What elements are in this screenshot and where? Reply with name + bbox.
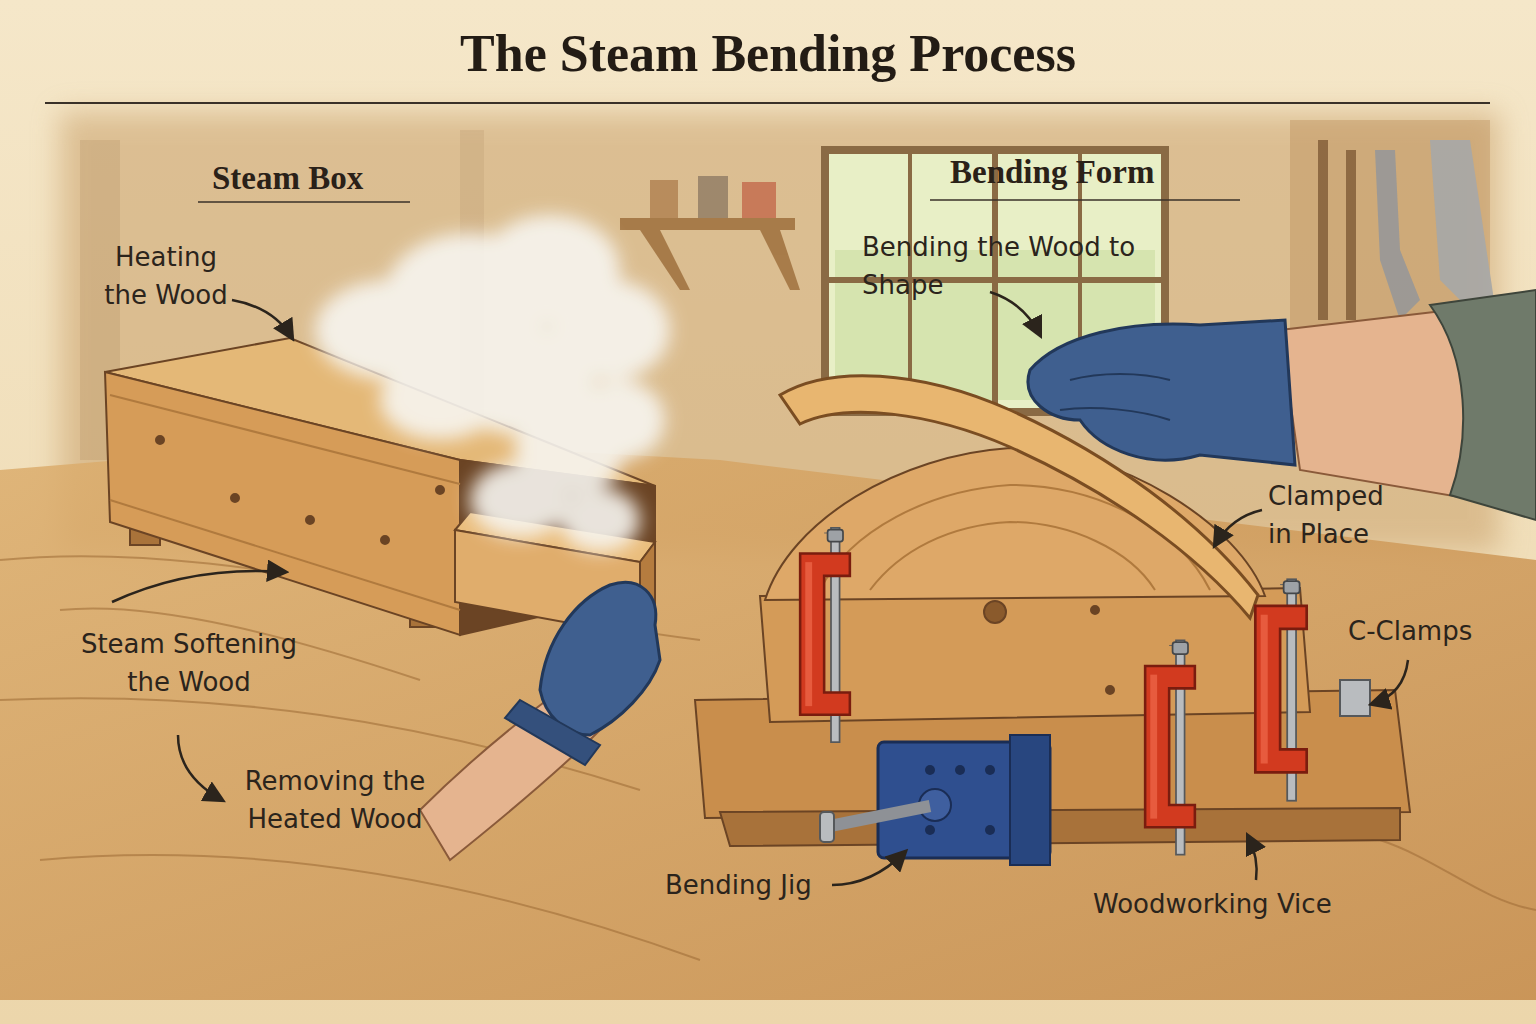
leader-arrow [832,852,905,885]
section-heading: Steam Box [212,158,363,198]
form-hole [984,601,1006,623]
shelf-bracket [760,230,800,290]
leader-arrow [112,571,285,602]
tool-handle [1318,140,1328,320]
shelf-board [620,218,795,230]
section-underline [930,199,1240,201]
woodworking-vice [820,735,1050,865]
left-hand [420,582,660,860]
blue-glove [1028,320,1295,465]
shelf-bracket [640,230,690,290]
grain-line [1380,840,1536,910]
steam-puff [560,488,640,552]
sleeve [1430,290,1536,520]
box-screw [231,494,239,502]
leader-arrow [1372,660,1408,704]
base-plank-edge [720,808,1400,846]
vice-hole [925,825,935,835]
vice-hole [985,825,995,835]
callout-label: C-Clamps [1348,612,1528,650]
callout-label: Steam Softening the Wood [58,625,320,701]
section-heading: Bending Form [950,152,1154,192]
vice-hole [925,765,935,775]
glove-cuff [505,700,600,765]
pliers-tool [1375,150,1420,320]
leader-arrow [990,292,1040,335]
box-screw [381,536,389,544]
leader-arrow [1215,510,1262,545]
c-clamp [800,528,850,742]
box-screw [436,486,444,494]
blue-glove [540,582,660,735]
callout-label: Bending the Wood to Shape [862,228,1137,304]
jar [742,182,776,218]
wall-shelf [620,176,800,290]
callout-label: Bending Jig [665,866,865,904]
form-contour [870,522,1155,590]
tool-handle [1346,150,1356,320]
callout-label: Heating the Wood [92,238,240,314]
form-screw [1091,606,1099,614]
vice-hole [985,765,995,775]
diagram-title: The Steam Bending Process [0,22,1536,86]
steam-cloud [315,215,670,552]
leader-arrow [1248,836,1257,880]
box-screw [306,516,314,524]
glove-finger-line [1060,408,1170,420]
jar [698,176,728,218]
box-seam [110,500,460,610]
grain-line [40,855,700,960]
leader-arrows [112,292,1408,885]
steam-puff [575,380,665,460]
c-clamp [1145,640,1195,854]
leader-arrow [232,300,292,338]
jar [650,180,678,218]
glove-finger-line [1070,374,1170,380]
callout-label: Woodworking Vice [1093,885,1393,923]
vice-hole [955,765,965,775]
form-screw [1106,686,1114,694]
callout-label: Clamped in Place [1268,477,1408,553]
c-clamp [1255,579,1306,800]
bench-grain [0,556,1536,960]
vice-jaw-end [1340,680,1370,716]
leader-arrow [178,735,222,800]
steam-puff [380,360,500,440]
title-rule [45,102,1490,104]
callout-label: Removing the Heated Wood [215,762,455,838]
section-underline [198,201,410,203]
box-screw [156,436,164,444]
vice-handle [820,812,834,842]
steam-puff [470,462,570,538]
c-clamps [800,528,1307,855]
vice-screw [830,806,930,826]
vice-jaw [1010,735,1050,865]
